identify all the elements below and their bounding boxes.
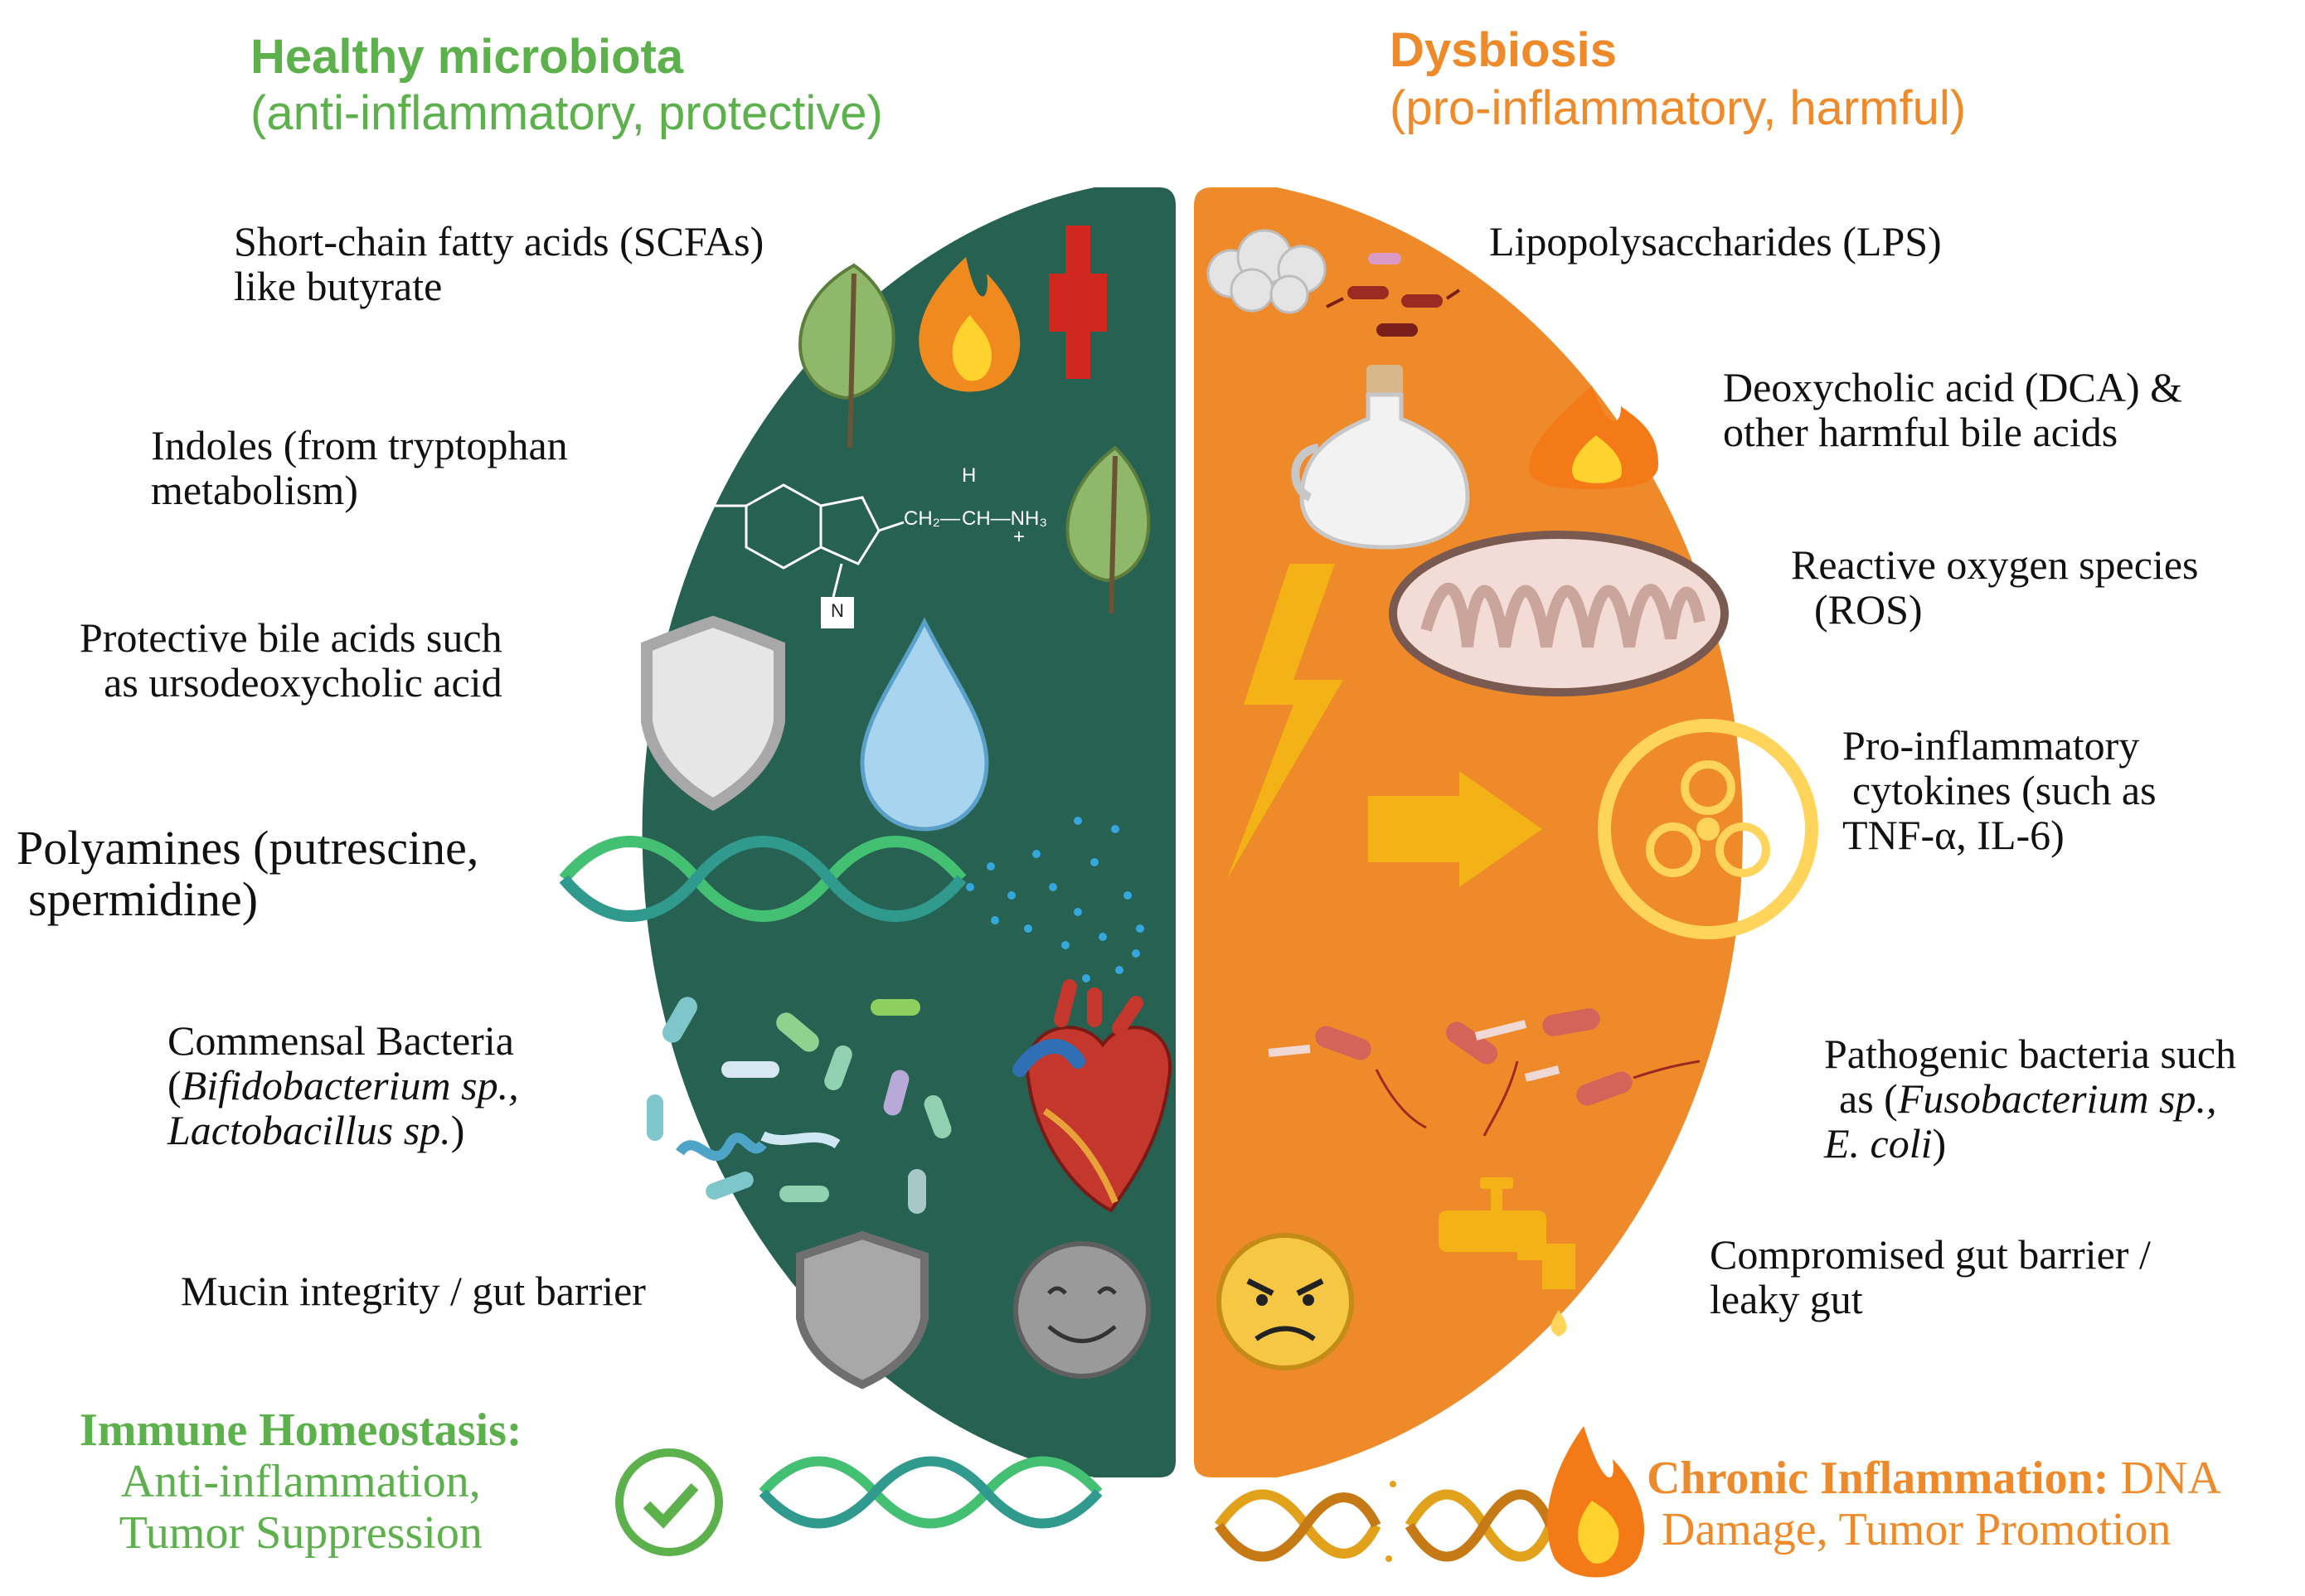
heart-icon bbox=[1012, 979, 1172, 1213]
leaky-gut-label-line2: leaky gut bbox=[1710, 1276, 1863, 1322]
mitochondria-icon bbox=[1389, 531, 1729, 696]
scfa-label-line1: Short-chain fatty acids (SCFAs) bbox=[234, 218, 764, 264]
polyamine-dots-icon bbox=[966, 817, 1144, 982]
ros-label-line2: (ROS) bbox=[1814, 586, 1923, 633]
chem-ch-nh3: CH—NH₃ bbox=[962, 507, 1048, 530]
left-half-panel bbox=[642, 187, 1176, 1477]
pathogenic-label-line2: as (Fusobacterium sp., bbox=[1824, 1076, 2236, 1121]
chronic-inflammation-line2: Damage, Tumor Promotion bbox=[1662, 1504, 2172, 1555]
bile-acids-label-line2: as ursodeoxycholic acid bbox=[104, 659, 502, 706]
scfa-label-line2: like butyrate bbox=[234, 263, 443, 309]
pathogenic-paren-open: as ( bbox=[1839, 1075, 1898, 1122]
flame-icon bbox=[919, 257, 1021, 392]
indole-nitrogen-box bbox=[821, 597, 854, 628]
commensal-label-line3: Lactobacillus sp.) bbox=[167, 1108, 519, 1152]
dca-label: Deoxycholic acid (DCA) & other harmful b… bbox=[1723, 365, 2182, 454]
commensal-label-line1: Commensal Bacteria bbox=[167, 1017, 514, 1064]
angry-face-icon bbox=[1216, 1233, 1354, 1370]
indoles-label-line1: Indoles (from tryptophan bbox=[151, 422, 568, 468]
indoles-label: Indoles (from tryptophan metabolism) bbox=[151, 423, 568, 512]
fusobacterium-text: Fusobacterium sp., bbox=[1897, 1075, 2217, 1122]
lps-label: Lipopolysaccharides (LPS) bbox=[1489, 218, 1942, 264]
bile-acids-label-line1: Protective bile acids such bbox=[80, 614, 502, 661]
chem-plus: + bbox=[1013, 526, 1026, 548]
left-header-title: Healthy microbiota bbox=[250, 30, 684, 84]
immune-homeostasis-block: Immune Homeostasis: Anti-inflammation, T… bbox=[80, 1404, 522, 1559]
cytokines-label-line2: cytokines (such as bbox=[1852, 767, 2157, 813]
mucin-label: Mucin integrity / gut barrier bbox=[181, 1268, 646, 1314]
red-cross-icon bbox=[1049, 226, 1107, 379]
pathogenic-paren-close: ) bbox=[1932, 1120, 1947, 1167]
dna-helix-icon bbox=[759, 1456, 1103, 1529]
shield-icon bbox=[641, 615, 785, 812]
commensal-paren-close: ) bbox=[450, 1107, 465, 1153]
leaky-gut-label: Compromised gut barrier / leaky gut bbox=[1710, 1232, 2151, 1322]
bile-acids-label: Protective bile acids such as ursodeoxyc… bbox=[80, 615, 502, 705]
right-header-subtitle: (pro-inflammatory, harmful) bbox=[1390, 81, 1967, 135]
cytokines-label-line1: Pro-inflammatory bbox=[1842, 722, 2140, 769]
cytokines-label-line3: TNF-α, IL-6) bbox=[1842, 812, 2065, 858]
cytokines-label: Pro-inflammatory cytokines (such as TNF-… bbox=[1842, 723, 2157, 857]
checkmark-circle-icon bbox=[615, 1448, 723, 1556]
bile-bottle-icon bbox=[1291, 365, 1470, 550]
right-header-title: Dysbiosis bbox=[1390, 23, 1617, 77]
pathogenic-label-line3: E. coli) bbox=[1824, 1121, 2236, 1166]
indoles-label-line2: metabolism) bbox=[151, 467, 358, 513]
bifidobacterium-text: Bifidobacterium sp., bbox=[181, 1062, 519, 1108]
damaged-dna-icon bbox=[1215, 1481, 1555, 1562]
ros-label-line1: Reactive oxygen species bbox=[1791, 541, 2199, 588]
polyamines-label-line1: Polyamines (putrescine, bbox=[17, 821, 479, 875]
pathogenic-label-line1: Pathogenic bacteria such bbox=[1824, 1031, 2237, 1077]
chem-ho: HO bbox=[657, 491, 687, 513]
commensal-paren-open: ( bbox=[167, 1062, 182, 1108]
chem-h: H bbox=[962, 464, 977, 487]
polyamines-label-line2: spermidine) bbox=[28, 872, 259, 926]
dca-label-line1: Deoxycholic acid (DCA) & bbox=[1723, 364, 2183, 410]
flame-icon bbox=[1547, 1426, 1645, 1578]
leaf-icon bbox=[1065, 445, 1151, 614]
pathogenic-label: Pathogenic bacteria such as (Fusobacteri… bbox=[1824, 1031, 2236, 1166]
indole-structure-icon bbox=[713, 483, 905, 598]
shield-icon bbox=[796, 1230, 929, 1390]
commensal-label-line2: (Bifidobacterium sp., bbox=[167, 1063, 519, 1108]
immune-homeostasis-line2: Anti-inflammation, bbox=[120, 1456, 481, 1507]
scfa-label: Short-chain fatty acids (SCFAs) like but… bbox=[234, 219, 764, 308]
chronic-inflammation-line1: Chronic Inflammation: DNA bbox=[1647, 1453, 2221, 1504]
biohazard-icon bbox=[1598, 719, 1818, 939]
polyamines-label: Polyamines (putrescine, spermidine) bbox=[17, 822, 478, 925]
lightning-bolt-icon bbox=[1227, 564, 1343, 879]
left-header-subtitle: (anti-inflammatory, protective) bbox=[250, 86, 883, 140]
chronic-inflammation-title: Chronic Inflammation: bbox=[1647, 1453, 2109, 1504]
faucet-icon bbox=[1439, 1177, 1575, 1336]
e-coli-text: E. coli bbox=[1824, 1120, 1933, 1167]
lps-bacteria-icon bbox=[1326, 253, 1461, 337]
leaky-gut-label-line1: Compromised gut barrier / bbox=[1710, 1231, 2151, 1278]
chronic-inflammation-dna: DNA bbox=[2108, 1453, 2221, 1504]
immune-homeostasis-line3: Tumor Suppression bbox=[119, 1507, 483, 1559]
dna-helix-icon bbox=[559, 836, 967, 922]
chronic-inflammation-block: Chronic Inflammation: DNA Damage, Tumor … bbox=[1647, 1453, 2221, 1555]
smoke-cloud-icon bbox=[1206, 229, 1327, 314]
chem-n: N bbox=[831, 600, 844, 621]
ros-label: Reactive oxygen species (ROS) bbox=[1791, 542, 2198, 632]
leaf-icon bbox=[798, 263, 895, 449]
chem-ch2: CH₂— bbox=[904, 507, 960, 530]
water-drop-icon bbox=[860, 617, 989, 832]
commensal-label: Commensal Bacteria (Bifidobacterium sp.,… bbox=[167, 1018, 519, 1152]
arrow-right-icon bbox=[1368, 771, 1542, 887]
smiley-face-icon bbox=[1013, 1241, 1151, 1379]
immune-homeostasis-title: Immune Homeostasis: bbox=[80, 1404, 522, 1456]
commensal-bacteria-icon bbox=[647, 997, 952, 1214]
pathogenic-bacteria-icon bbox=[1268, 1008, 1701, 1137]
dca-label-line2: other harmful bile acids bbox=[1723, 409, 2118, 455]
flame-icon bbox=[1529, 386, 1658, 489]
lactobacillus-text: Lactobacillus sp. bbox=[167, 1107, 451, 1153]
